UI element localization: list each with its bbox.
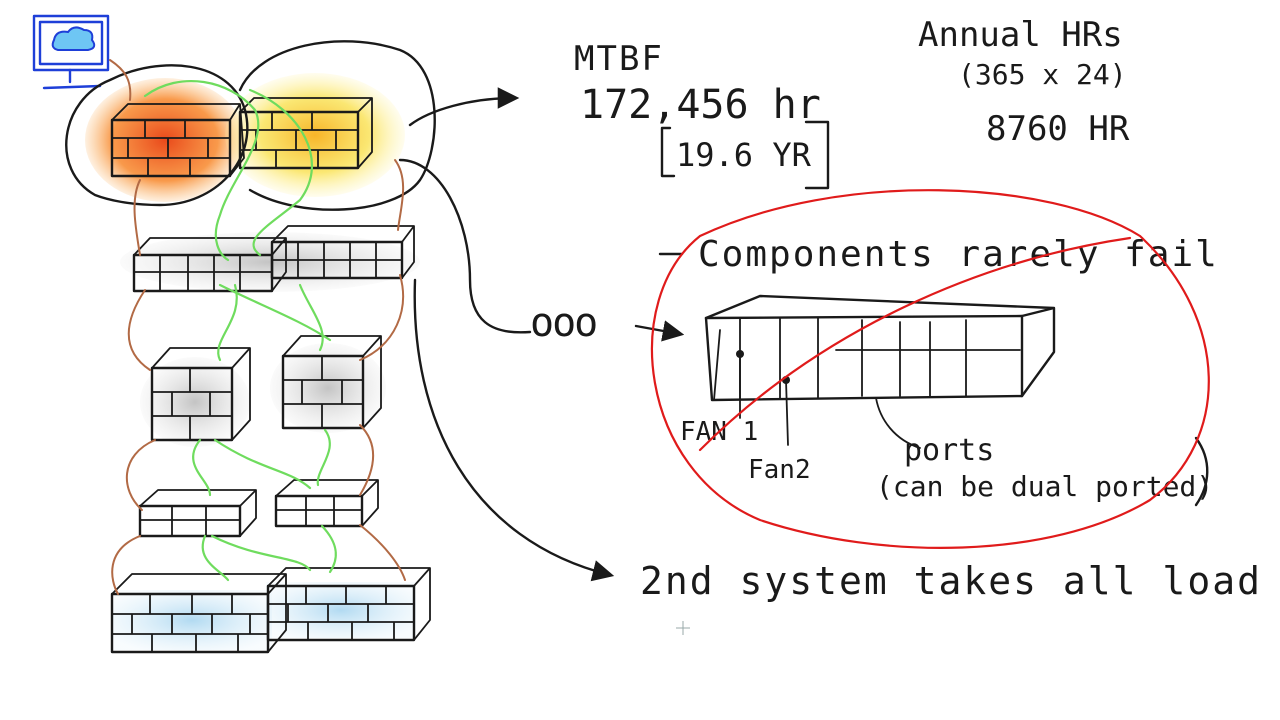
components-note: Components rarely fail (698, 234, 1219, 275)
firewall-cluster (66, 41, 434, 209)
mtbf-title: MTBF (574, 39, 664, 79)
arrow-short (636, 326, 680, 334)
ports-note: (can be dual ported) (876, 470, 1213, 503)
arrow-to-switch-detail (400, 160, 530, 332)
fan2-label: Fan2 (748, 455, 811, 485)
cursor-cross-icon (676, 621, 690, 635)
annual-formula: (365 x 24) (958, 58, 1127, 91)
mtbf-years: 19.6 YR (676, 136, 812, 174)
access-switch-right-icon (276, 480, 378, 526)
ports-label: ports (904, 433, 994, 468)
mtbf-hours: 172,456 hr (580, 82, 821, 128)
annual-title: Annual HRs (918, 15, 1123, 55)
arrow-to-mtbf (410, 98, 515, 125)
access-switch-left-icon (140, 490, 256, 536)
mtbf-years-bracket-left (662, 128, 674, 176)
core-switch-pair (120, 226, 420, 292)
monitor-icon (34, 16, 108, 88)
annual-value: 8760 HR (986, 109, 1130, 149)
failover-note: 2nd system takes all load (640, 559, 1262, 603)
infinity-marks: ooo (530, 300, 596, 346)
distribution-switch-pair (140, 336, 386, 447)
access-switch-pair (140, 480, 378, 536)
server-pair (112, 568, 430, 652)
